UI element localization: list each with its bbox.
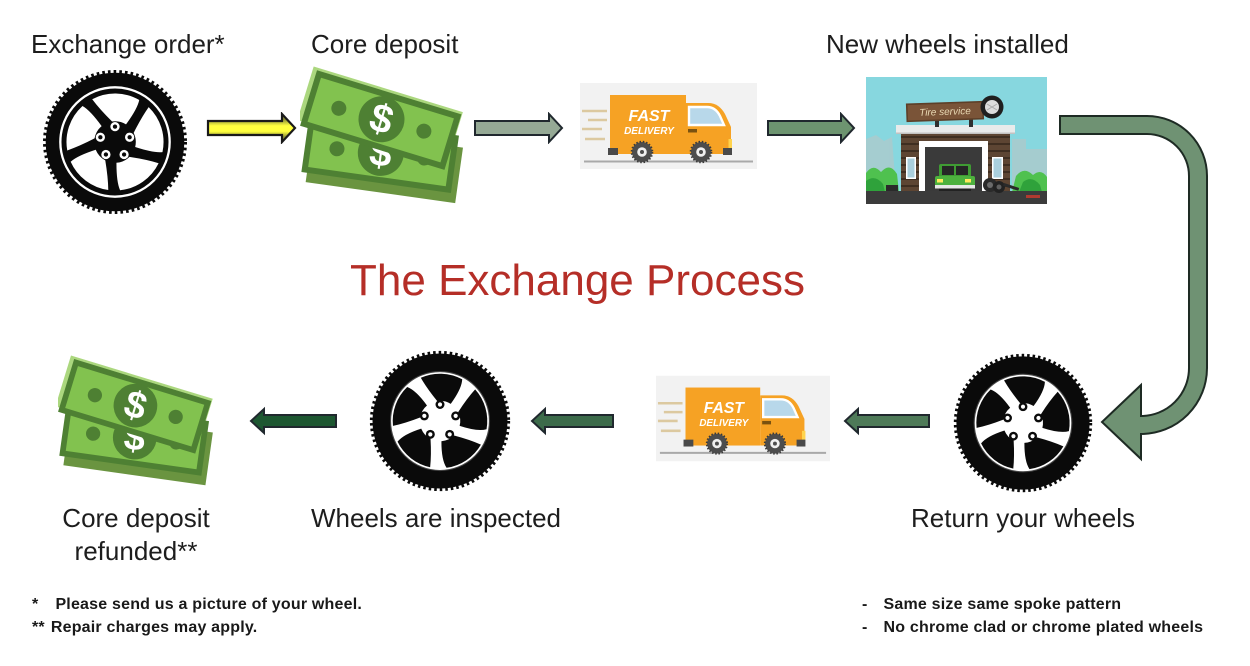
svg-text:Tire service: Tire service bbox=[919, 106, 971, 119]
